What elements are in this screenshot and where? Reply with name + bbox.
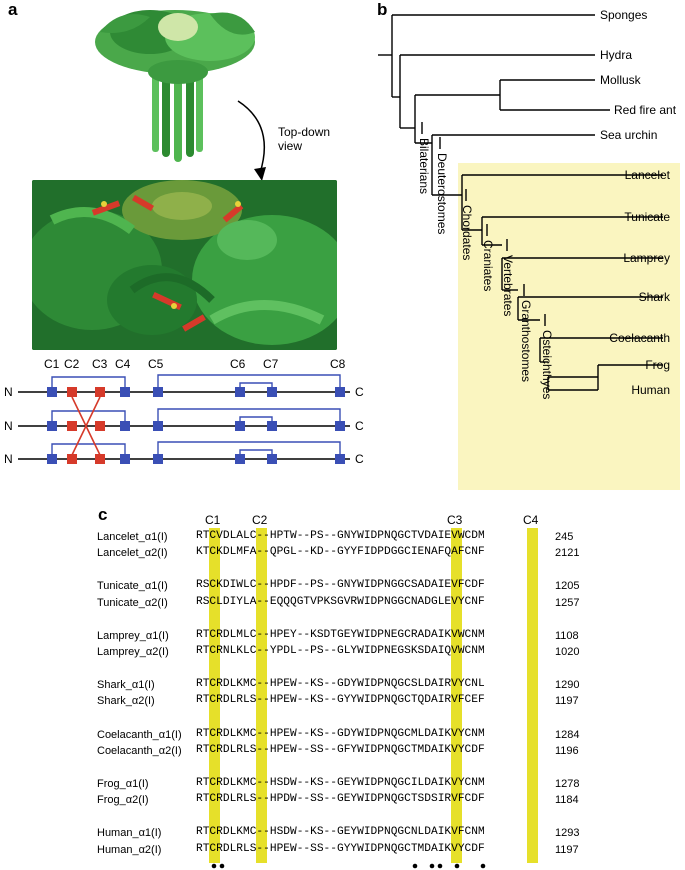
leaf-lamprey: Lamprey bbox=[623, 251, 670, 265]
sequence-position: 1108 bbox=[555, 629, 579, 642]
leaf-sponges: Sponges bbox=[600, 8, 648, 22]
sequence-name: Lancelet_α1(I) bbox=[97, 531, 168, 543]
top-down-arrow bbox=[237, 100, 266, 181]
sequence-residues: RTCRDLKMC--HPEW--KS--GDYWIDPNQGCMLDAIKVY… bbox=[196, 727, 485, 740]
sequence-name: Shark_α1(I) bbox=[97, 679, 155, 692]
n-terminus-label: N bbox=[4, 452, 13, 466]
sequence-position: 1284 bbox=[555, 728, 580, 741]
disulfide-diagram: C1 C2 C3 C4 C5 C6 C7 C8 N C N C N C bbox=[0, 355, 370, 495]
sequence-position: 1293 bbox=[555, 827, 580, 840]
sequence-residues: RTCRDLKMC--HSDW--KS--GEYWIDPNQGCNLDAIKVF… bbox=[196, 826, 485, 839]
sequence-name: Lamprey_α2(I) bbox=[97, 646, 169, 658]
sequence-position: 1197 bbox=[555, 695, 579, 708]
sequence-name: Frog_α2(I) bbox=[97, 794, 149, 807]
panel-label-c: c bbox=[98, 505, 108, 524]
sequence-name: Human_α1(I) bbox=[97, 827, 162, 840]
sequence-position: 1184 bbox=[555, 794, 579, 807]
cys-label-c2: C2 bbox=[64, 357, 80, 371]
arrow-label-line1: Top-down bbox=[278, 125, 331, 139]
leaf-mollusk: Mollusk bbox=[600, 73, 641, 87]
cys-label-c6: C6 bbox=[230, 357, 246, 371]
leaf-tunicate: Tunicate bbox=[624, 210, 670, 224]
sequence-name: Tunicate_α2(I) bbox=[97, 596, 168, 609]
alignment-col-c3: C3 bbox=[447, 513, 463, 527]
sequence-residues: RTCRDLKMC--HSDW--KS--GEYWIDPNQGCILDAIKVY… bbox=[196, 777, 485, 789]
leaf-red-fire-ant: Red fire ant bbox=[614, 103, 677, 117]
protein-top-down-image bbox=[32, 180, 337, 350]
sequence-position: 2121 bbox=[555, 547, 580, 560]
sequence-position: 1278 bbox=[555, 778, 580, 790]
n-terminus-label: N bbox=[4, 385, 13, 399]
sequence-residues: RTCRDLRLS--HPEW--SS--GFYWIDPNQGCTMDAIKVY… bbox=[196, 743, 485, 756]
sequence-residues: RTCRNLKLC--YPDL--PS--GLYWIDPNEGSKSDAIQVW… bbox=[196, 645, 485, 657]
alignment-col-c2: C2 bbox=[252, 513, 268, 527]
leaf-sea-urchin: Sea urchin bbox=[600, 128, 658, 142]
sequence-name: Human_α2(I) bbox=[97, 843, 162, 856]
sequence-position: 1257 bbox=[555, 596, 580, 609]
sequence-position: 1020 bbox=[555, 646, 580, 658]
c-terminus-label: C bbox=[355, 452, 364, 466]
sequence-name: Frog_α1(I) bbox=[97, 778, 149, 790]
sequence-residues: RTCRDLRLS--HPEW--KS--GYYWIDPNQGCTQDAIRVF… bbox=[196, 694, 485, 707]
leaf-shark: Shark bbox=[638, 290, 670, 304]
cys-label-c1: C1 bbox=[44, 357, 60, 371]
panel-label-b: b bbox=[377, 0, 388, 19]
sequence-name: Shark_α2(I) bbox=[97, 695, 155, 708]
sequence-name: Coelacanth_α1(I) bbox=[97, 728, 182, 741]
alignment-col-c4: C4 bbox=[523, 513, 539, 527]
n-terminus-label: N bbox=[4, 419, 13, 433]
sequence-position: 1205 bbox=[555, 580, 580, 593]
sequence-position: 1290 bbox=[555, 679, 580, 692]
leaf-lancelet: Lancelet bbox=[624, 168, 670, 182]
arrow-label-line2: view bbox=[278, 139, 303, 153]
cys-label-c8: C8 bbox=[330, 357, 346, 371]
highlight-column-c2 bbox=[256, 528, 267, 863]
leaf-hydra: Hydra bbox=[600, 48, 633, 62]
disulfide-lines bbox=[18, 374, 350, 464]
leaf-frog: Frog bbox=[645, 358, 670, 372]
panel-label-a: a bbox=[8, 0, 18, 19]
leaf-coelacanth: Coelacanth bbox=[609, 331, 670, 345]
sequence-position: 245 bbox=[555, 531, 574, 543]
sequence-residues: RSCKDIWLC--HPDF--PS--GNYWIDPNGGCSADAIEVF… bbox=[196, 579, 485, 592]
sequence-name: Tunicate_α1(I) bbox=[97, 580, 168, 593]
phylogenetic-tree bbox=[378, 14, 663, 391]
sequence-position: 1197 bbox=[555, 843, 579, 856]
sequence-residues: RTCRDLMLC--HPEY--KSDTGEYWIDPNEGCRADAIKVW… bbox=[196, 628, 485, 641]
sequence-residues: RTCRDLRLS--HPDW--SS--GEYWIDPNQGCTSDSIRVF… bbox=[196, 793, 485, 806]
alignment-col-c1: C1 bbox=[205, 513, 221, 527]
sequence-name: Lamprey_α1(I) bbox=[97, 629, 169, 642]
highlight-column-c1 bbox=[209, 528, 220, 863]
cys-label-c5: C5 bbox=[148, 357, 164, 371]
highlight-column-c4 bbox=[527, 528, 538, 863]
leaf-human: Human bbox=[631, 383, 670, 397]
c-terminus-label: C bbox=[355, 385, 364, 399]
conservation-dots bbox=[211, 863, 486, 869]
arrow-label: Top-down view bbox=[278, 125, 330, 153]
cys-label-c7: C7 bbox=[263, 357, 279, 371]
sequence-residues: RSCLDIYLA--EQQQGTVPKSGVRWIDPNGGCNADGLEVY… bbox=[196, 595, 485, 608]
sequence-residues: RTCRDLRLS--HPEW--SS--GYYWIDPNQGCTMDAIKVY… bbox=[196, 842, 485, 855]
protein-side-view-image bbox=[90, 2, 265, 167]
sequence-name: Coelacanth_α2(I) bbox=[97, 744, 182, 757]
c-terminus-label: C bbox=[355, 419, 364, 433]
cys-label-c4: C4 bbox=[115, 357, 131, 371]
cys-label-c3: C3 bbox=[92, 357, 108, 371]
sequence-name: Lancelet_α2(I) bbox=[97, 547, 168, 560]
sequence-residues: RTCVDLALC--HPTW--PS--GNYWIDPNQGCTVDAIEVW… bbox=[196, 530, 485, 542]
sequence-position: 1196 bbox=[555, 744, 579, 757]
sequence-residues: KTCKDLMFA--QPGL--KD--GYYFIDPDGGCIENAFQAF… bbox=[196, 546, 485, 559]
sequence-residues: RTCRDLKMC--HPEW--KS--GDYWIDPNQGCSLDAIRVY… bbox=[196, 678, 485, 691]
highlight-column-c3 bbox=[451, 528, 462, 863]
